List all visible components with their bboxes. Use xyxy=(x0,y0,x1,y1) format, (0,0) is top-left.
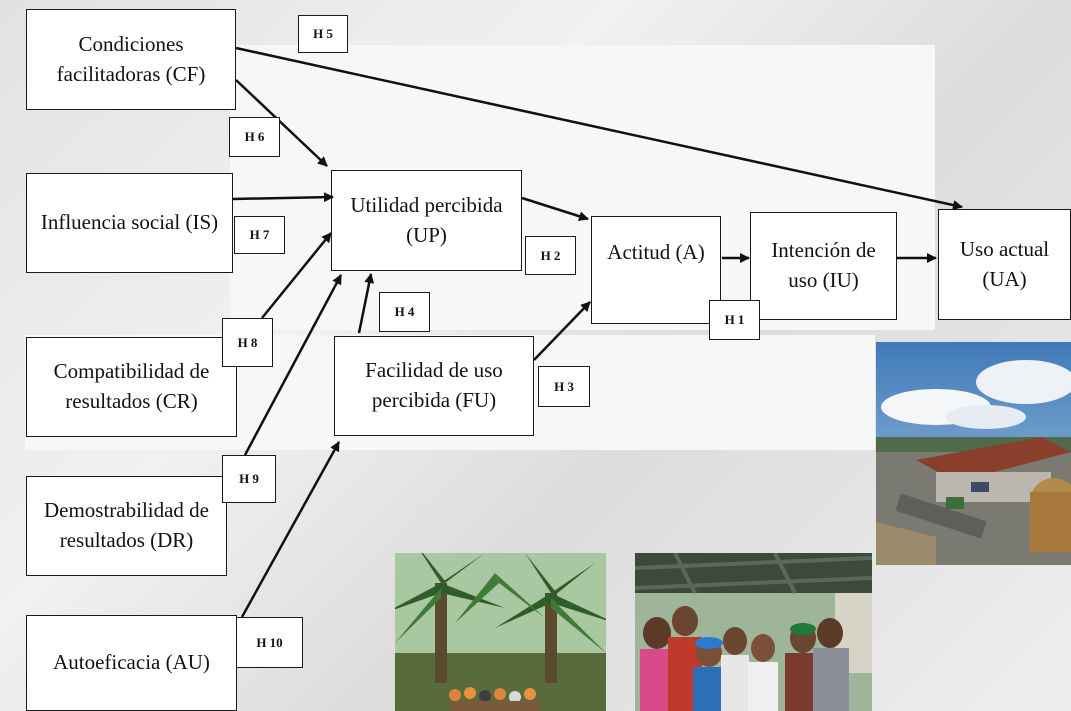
arrow-dr-up xyxy=(243,274,343,456)
construct-up: Utilidad percibida (UP) xyxy=(331,170,522,271)
hypothesis-h2: H 2 xyxy=(525,236,576,275)
hypothesis-h6: H 6 xyxy=(229,117,280,157)
arrow-up-a xyxy=(521,196,589,222)
hypothesis-h5: H 5 xyxy=(298,15,348,53)
hypothesis-h9: H 9 xyxy=(222,455,276,503)
hypothesis-h1: H 1 xyxy=(709,300,760,340)
construct-dr: Demostrabilidad de resultados (DR) xyxy=(26,476,227,576)
arrow-cr-up xyxy=(261,232,332,319)
construct-fu: Facilidad de uso percibida (FU) xyxy=(334,336,534,436)
arrow-fu-up xyxy=(357,273,375,334)
construct-au: Autoeficacia (AU) xyxy=(26,615,237,711)
hypothesis-h3: H 3 xyxy=(538,366,590,407)
arrow-is-up xyxy=(232,192,334,203)
arrow-cf-up xyxy=(235,79,328,167)
processing-plant-photo xyxy=(876,342,1071,565)
construct-is: Influencia social (IS) xyxy=(26,173,233,273)
hypothesis-h8: H 8 xyxy=(222,318,273,367)
construct-ua: Uso actual (UA) xyxy=(938,209,1071,320)
construct-cf: Condiciones facilitadoras (CF) xyxy=(26,9,236,110)
group-meeting-photo xyxy=(635,553,872,711)
hypothesis-h7: H 7 xyxy=(234,216,285,254)
construct-iu: Intención de uso (IU) xyxy=(750,212,897,320)
arrow-fu-a xyxy=(533,301,591,361)
arrow-au-fu xyxy=(240,441,341,618)
construct-a: Actitud (A) xyxy=(591,216,721,324)
hypothesis-h10: H 10 xyxy=(236,617,303,668)
hypothesis-h4: H 4 xyxy=(379,292,430,332)
construct-cr: Compatibilidad de resultados (CR) xyxy=(26,337,237,437)
palm-plantation-photo xyxy=(395,553,606,711)
arrow-cf-ua xyxy=(235,46,963,210)
